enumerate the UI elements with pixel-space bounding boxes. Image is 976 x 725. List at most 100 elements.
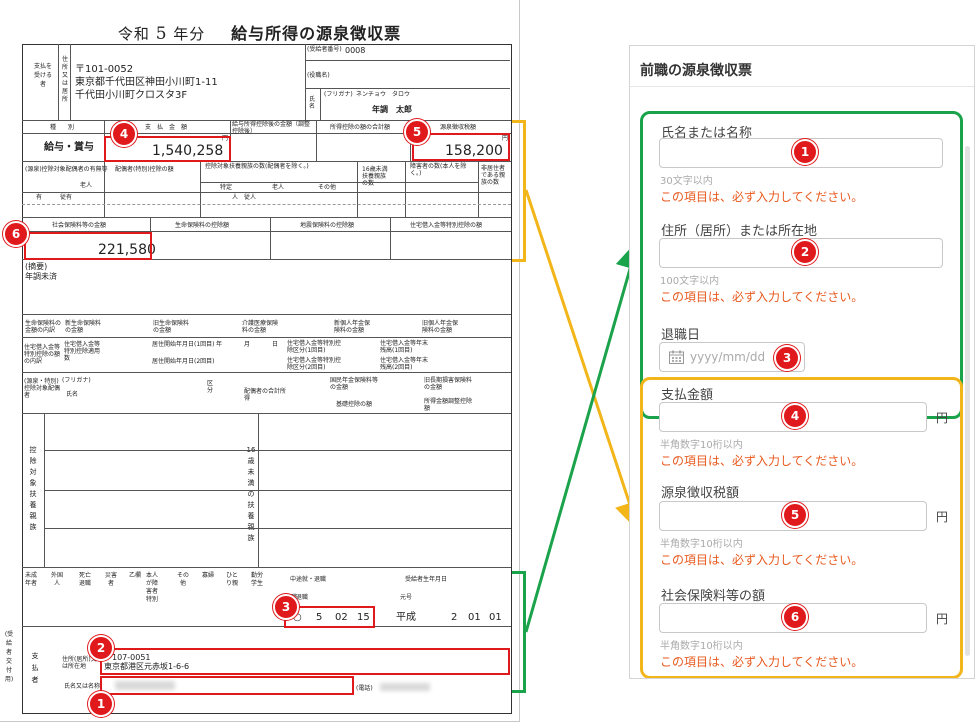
birth-day: 01 <box>489 612 502 623</box>
year-suffix: 年分 <box>173 25 206 43</box>
housing-balance-label: 住宅借入金等年末残高(1回目) <box>380 340 429 354</box>
birth-month: 01 <box>468 612 481 623</box>
payment-input[interactable]: 4 <box>659 402 927 432</box>
address-line1: 東京都千代田区神田小川町1-11 <box>75 77 218 88</box>
status-header-2: 死亡退職 <box>78 572 91 587</box>
tax-field-label: 源泉徴収税額 <box>661 486 740 501</box>
badge-4-doc: 4 <box>111 121 137 147</box>
dependents-block-label: 控除対象扶養親族 <box>29 446 37 531</box>
quake-ins-label: 地震保険料の控除額 <box>300 222 355 229</box>
day-char-1: 日 <box>272 341 279 348</box>
sub-other: その他 <box>318 184 337 191</box>
status-header-8: ひとり親 <box>225 572 238 587</box>
social-ins-input[interactable]: 6 <box>659 603 927 633</box>
payer-postal: 〒107-0051 <box>104 653 151 662</box>
badge-3-doc: 3 <box>273 594 299 620</box>
slip-title-text: 給与所得の源泉徴収票 <box>231 24 402 43</box>
spouse-furigana-label: (フリガナ) <box>62 377 91 384</box>
payment-highlight <box>104 136 231 162</box>
status-header-7: 寡婦 <box>201 572 214 579</box>
summary-value: 年調未済 <box>25 272 57 281</box>
name-input[interactable]: 1 <box>659 138 943 168</box>
retire-year: 5 <box>316 612 323 623</box>
status-header-6: その他 <box>176 572 189 587</box>
basic-deduction-label: 基礎控除の額 <box>336 401 373 408</box>
address-hint: 100文字以内 <box>660 276 720 287</box>
sub-special: 特定 <box>220 184 233 191</box>
col-type: 種 別 <box>50 124 75 131</box>
status-header-1: 外国人 <box>50 572 63 587</box>
payer-label: 支払者 <box>31 652 39 684</box>
retire-date-placeholder: yyyy/mm/dd <box>690 350 766 364</box>
badge-1: 1 <box>792 139 818 165</box>
retire-date-input[interactable]: yyyy/mm/dd 3 <box>659 342 805 372</box>
payment-hint: 半角数字10桁以内 <box>660 440 743 451</box>
withholding-slip-document: 令和 5 年分 給与所得の源泉徴収票 (受給者番号) 0008 (役職名) 氏名… <box>0 0 520 722</box>
birthdate-label: 受給者生年月日 <box>405 576 448 583</box>
new-life-label: 新生命保険料の金額 <box>65 320 102 334</box>
address-line2: 千代田小川町クロスタ3F <box>75 90 188 101</box>
address-input[interactable]: 2 <box>659 238 943 268</box>
social-ins-label: 社会保険料等の金額 <box>52 222 107 229</box>
retire-label: 退職 <box>296 594 309 601</box>
name-value: 年調 太郎 <box>372 105 412 114</box>
postal-code: 〒101-0052 <box>75 64 134 75</box>
tax-error: この項目は、必ず入力してください。 <box>660 553 864 567</box>
yellow-bracket <box>512 120 526 262</box>
status-header-3: 災害者 <box>104 572 117 587</box>
green-arrow <box>524 239 645 633</box>
status-header-5: 本人が障害者 特別 <box>145 572 158 603</box>
old-life-label: 旧生命保険料の金額 <box>153 320 190 334</box>
col-payment: 支 払 金 額 <box>145 124 188 131</box>
payment-amount: 1,540,258 <box>152 143 224 159</box>
housing-breakdown-label: 住宅借入金等特別控除の額の内訳 <box>24 344 61 365</box>
sub-person: 人 <box>232 194 239 201</box>
calendar-icon <box>669 350 684 364</box>
badge-5: 5 <box>782 502 808 528</box>
social-ins-highlight <box>24 232 152 260</box>
payment-yen: 円 <box>222 135 229 142</box>
scrollbar[interactable] <box>965 146 970 656</box>
birth-year: 2 <box>451 612 458 623</box>
payment-error: この項目は、必ず入力してください。 <box>660 454 864 468</box>
col-deduction: 給与所得控除後の金額（調整控除後） <box>232 121 311 135</box>
spouse-name-label: 氏名 <box>66 391 79 398</box>
badge-2: 2 <box>792 239 818 265</box>
sub-inner: 従人 <box>244 194 257 201</box>
retire-month: 02 <box>335 612 348 623</box>
name-field-label: 氏名または名称 <box>661 126 753 141</box>
spouse-special-label: 配偶者(特別)控除の額 <box>115 166 174 173</box>
payer-name-highlight <box>100 676 354 695</box>
payer-address: 東京都港区元赤坂1-6-6 <box>104 662 190 671</box>
under16-label: 16歳未満扶養親族の数 <box>362 166 388 187</box>
payer-address-highlight <box>100 648 510 675</box>
yellow-arrow <box>524 189 644 532</box>
new-pension-label: 新個人年金保険料の金額 <box>334 320 371 334</box>
address-label: 住所又は居所 <box>61 56 68 103</box>
furigana-value: ネンチョウ タロウ <box>356 91 411 98</box>
housing-count-label: 住宅借入金等特別控除適用数 <box>64 341 101 362</box>
position-label: (役職名) <box>307 72 330 79</box>
spouse-label: (源泉)控除対象配偶者の有無等 <box>25 166 108 173</box>
recipient-number: 0008 <box>345 46 366 55</box>
birth-era: 平成 <box>396 612 416 623</box>
tax-input[interactable]: 5 <box>659 501 927 531</box>
social-ins-unit: 円 <box>936 612 949 626</box>
status-header-0: 未成年者 <box>24 572 37 587</box>
furigana-label: (フリガナ) <box>324 91 353 98</box>
sub-exists: 有 <box>36 194 43 201</box>
life-breakdown-label: 生命保険料の金額の内訳 <box>25 320 62 334</box>
status-header-4: 乙欄 <box>128 572 141 579</box>
payment-field-label: 支払金額 <box>661 388 714 403</box>
spouse-income-label: 配偶者の合計所得 <box>244 388 287 402</box>
tax-highlight <box>412 133 510 161</box>
badge-2-doc: 2 <box>88 635 114 661</box>
housing-kind2-label: 住宅借入金等特別控除区分(2回目) <box>287 357 342 371</box>
name-label: 氏名 <box>309 96 316 110</box>
sub-followers: 従有 <box>60 194 73 201</box>
payee-label: 支払を受ける者 <box>33 63 52 88</box>
payer-address-label: 住所(居所)又は所在地 <box>62 656 97 670</box>
payer-name-label: 氏名又は名称 <box>64 683 101 690</box>
era-header: 元号 <box>400 594 413 601</box>
